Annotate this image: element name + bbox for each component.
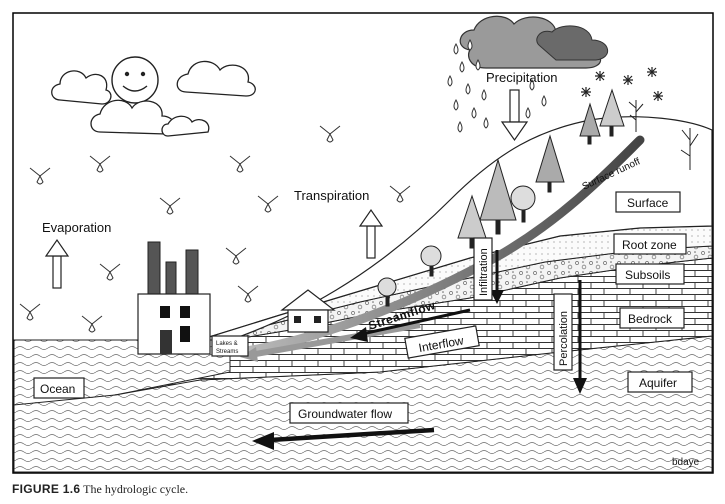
figure-number: FIGURE 1.6 [12, 482, 81, 496]
water-vapor-icon [389, 185, 411, 203]
transpiration-label: Transpiration [294, 188, 369, 203]
subsoils-box: Subsoils [615, 263, 685, 285]
factory-icon [137, 241, 211, 355]
interflow-arrow [350, 308, 471, 342]
figure-caption-text: The hydrologic cycle. [83, 482, 189, 496]
groundwater-flow-arrow [252, 427, 435, 450]
hill-surface [179, 116, 713, 351]
precipitation-label: Precipitation [486, 70, 558, 85]
ocean-box: Ocean [33, 377, 85, 399]
root-zone-label: Root zone [622, 238, 677, 252]
snowflake-icon [623, 75, 633, 85]
groundwater-flow-label: Groundwater flow [298, 407, 392, 421]
aquifer-label: Aquifer [639, 376, 677, 390]
tree-icon [579, 102, 601, 145]
water-vapor-icon [257, 195, 279, 213]
artist-signature: bdaye [672, 457, 700, 468]
percolation-box: Percolation [553, 293, 573, 371]
surface-box: Surface [615, 191, 681, 213]
water-vapor-icon [81, 315, 103, 333]
water-vapor-icon [99, 263, 121, 281]
raindrop-icon [457, 120, 463, 133]
tree-icon [377, 277, 397, 307]
water-vapor-icon [89, 155, 111, 173]
cloud-icon [161, 115, 210, 137]
water-vapor-icon [225, 247, 247, 265]
bedrock-box: Bedrock [619, 307, 685, 329]
interflow-box: Interflow [404, 325, 480, 359]
water-vapor-icon [237, 285, 259, 303]
subsoils-label: Subsoils [625, 268, 670, 282]
cloud-icon [176, 60, 256, 97]
percolation-label: Percolation [558, 311, 570, 366]
surface-label: Surface [627, 196, 669, 210]
infiltration-arrow [490, 250, 504, 304]
water-vapor-icon [19, 303, 41, 321]
raindrop-icon [481, 88, 487, 101]
raindrop-icon [447, 74, 453, 87]
raindrop-icon [459, 60, 465, 73]
sun-icon [111, 56, 159, 104]
snowflake-icon [653, 91, 663, 101]
evaporation-label: Evaporation [42, 220, 111, 235]
streamflow-arrow-head [240, 347, 258, 362]
water-vapor-icon [29, 167, 51, 185]
raindrop-icon [483, 116, 489, 129]
figure-caption: FIGURE 1.6 The hydrologic cycle. [12, 482, 188, 497]
tree-icon [420, 245, 442, 277]
aquifer-box: Aquifer [627, 371, 693, 393]
raindrop-icon [471, 106, 477, 119]
tree-icon [680, 128, 699, 170]
tree-icon [628, 100, 644, 132]
transpiration-arrow [358, 208, 384, 259]
ocean-label: Ocean [40, 382, 75, 396]
snowflake-icon [595, 71, 605, 81]
tree-icon [535, 134, 565, 193]
streamflow-arrow-shaft [249, 322, 421, 358]
raindrop-icon [475, 58, 481, 71]
snowflake-icon [581, 87, 591, 97]
rain-cloud-icon [459, 15, 608, 69]
raindrop-icon [525, 106, 531, 119]
snowflake-icon [647, 67, 657, 77]
raindrop-icon [467, 38, 473, 51]
lakes-streams-label-line2: Streams [216, 349, 238, 355]
raindrop-icon [453, 98, 459, 111]
water-vapor-icon [229, 155, 251, 173]
house-icon [280, 289, 336, 333]
evaporation-arrow [44, 238, 70, 289]
water-vapor-icon [159, 197, 181, 215]
stream-channel [235, 135, 645, 357]
tree-icon [479, 158, 517, 235]
raindrop-icon [529, 78, 535, 91]
percolation-arrow [573, 280, 587, 394]
raindrop-icon [465, 82, 471, 95]
lakes-streams-label-line1: Lakes & [216, 341, 238, 347]
root-zone-box: Root zone [613, 233, 687, 255]
tree-icon [599, 88, 625, 137]
water-vapor-icon [319, 125, 341, 143]
groundwater-flow-box: Groundwater flow [289, 402, 409, 424]
lakes-streams-box: Lakes & Streams [211, 335, 249, 357]
infiltration-box: Infiltration [473, 237, 493, 301]
raindrop-icon [541, 94, 547, 107]
tree-icon [510, 185, 536, 223]
bedrock-label: Bedrock [628, 312, 673, 326]
raindrop-icon [453, 42, 459, 55]
tree-icon [457, 194, 487, 249]
cloud-icon [51, 70, 112, 105]
infiltration-label: Infiltration [478, 248, 490, 296]
precipitation-arrow [500, 89, 529, 142]
